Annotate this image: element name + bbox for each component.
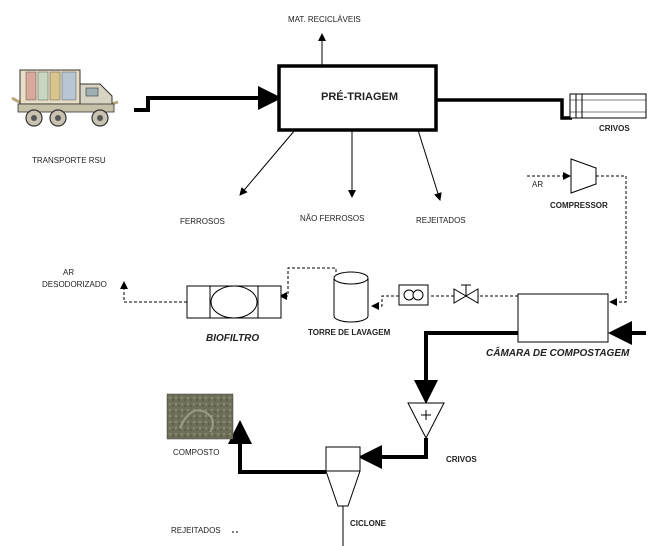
crivos-drum-icon xyxy=(569,93,647,119)
flow-fan-to-torre xyxy=(371,295,399,310)
flow-crivos-to-ciclone xyxy=(358,438,428,469)
pre-triagem-box xyxy=(277,64,438,132)
crivos-top-label: CRIVOS xyxy=(599,124,630,133)
composto-image xyxy=(166,393,234,440)
ar-desodorizado-label-2: DESODORIZADO xyxy=(42,280,107,289)
fan-icon xyxy=(398,284,429,306)
flow-to-rejeitados-top xyxy=(417,129,442,201)
flow-ciclone-to-composto xyxy=(228,420,326,474)
crivos-funnel-icon xyxy=(407,402,445,440)
flow-to-ferrosos xyxy=(239,129,296,196)
flow-torre-to-biofiltro xyxy=(279,267,337,300)
ferrosos-label: FERROSOS xyxy=(180,217,225,226)
torre-de-lavagem-icon xyxy=(333,271,369,323)
rejeitados-bottom-label: REJEITADOS xyxy=(171,526,221,535)
nao-ferrosos-label: NÃO FERROSOS xyxy=(300,214,364,223)
flow-truck-to-pretriagem xyxy=(134,86,282,112)
compressor-icon xyxy=(570,158,597,194)
ciclone-label: CICLONE xyxy=(350,519,387,528)
mat-reciclaveis-label: MAT. RECICLÁVEIS xyxy=(288,15,361,24)
flow-to-ar-desodorizado xyxy=(120,281,187,303)
compressor-label: COMPRESSOR xyxy=(550,201,608,210)
flow-pretriagem-to-crivos xyxy=(436,98,572,120)
pre-triagem-label: PRÉ-TRIAGEM xyxy=(321,90,398,103)
ar-desodorizado-label-1: AR xyxy=(63,268,74,277)
flow-compressor-to-camara xyxy=(596,175,627,306)
rejeitados-top-label: REJEITADOS xyxy=(416,216,466,225)
camara-de-compostagem-box xyxy=(517,293,609,343)
valve-icon xyxy=(453,284,479,304)
torre-de-lavagem-label: TORRE DE LAVAGEM xyxy=(308,328,391,337)
ciclone-icon xyxy=(325,446,361,507)
flow-camara-to-crivos xyxy=(414,331,518,404)
transporte-rsu-label: TRANSPORTE RSU xyxy=(32,156,106,165)
ar-label: AR xyxy=(532,180,543,189)
crivos-bottom-label: CRIVOS xyxy=(446,455,477,464)
biofiltro-icon xyxy=(186,285,282,319)
biofiltro-label: BIOFILTRO xyxy=(206,333,259,344)
truck-icon xyxy=(11,69,119,127)
camara-de-compostagem-label: CÂMARA DE COMPOSTAGEM xyxy=(486,346,630,359)
composto-label: COMPOSTO xyxy=(173,448,220,457)
